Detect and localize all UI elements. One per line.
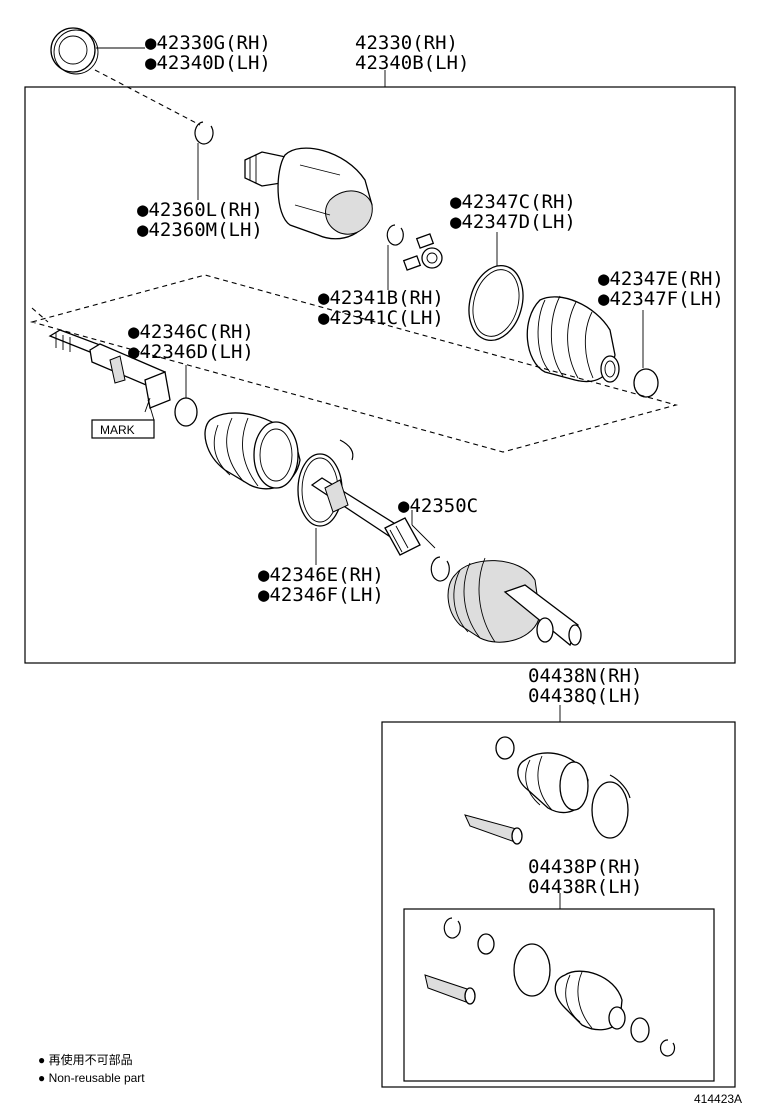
label-42346c: ●42346C(RH) <box>128 321 254 343</box>
legend-line-jp: ● 再使用不可部品 <box>38 1052 133 1067</box>
label-42330: 42330(RH) <box>355 32 458 54</box>
label-42347d: ●42347D(LH) <box>450 211 576 233</box>
label-42340b: 42340B(LH) <box>355 52 469 74</box>
drive-shaft <box>48 329 171 413</box>
label-42340d: ●42340D(LH) <box>145 52 271 74</box>
tripod-spider <box>402 233 443 271</box>
snap-ring-42341 <box>386 224 404 246</box>
snap-ring-42350c <box>430 556 450 582</box>
drive-shaft-mid <box>310 477 421 556</box>
outboard-joint <box>447 557 582 647</box>
mark-label: MARK <box>100 423 135 437</box>
legend-line-en: ● Non-reusable part <box>38 1071 145 1085</box>
snap-ring-42360 <box>194 121 214 145</box>
label-42330g: ●42330G(RH) <box>145 32 271 54</box>
figure-id: 414423A <box>694 1092 742 1106</box>
oil-seal-42330g <box>50 27 99 75</box>
kit-n-parts <box>464 736 631 845</box>
label-04438p: 04438P(RH) <box>528 856 642 878</box>
label-42360m: ●42360M(LH) <box>137 219 263 241</box>
label-42350c: ●42350C <box>398 495 478 517</box>
label-04438r: 04438R(LH) <box>528 876 642 898</box>
outboard-boot-a <box>204 412 301 490</box>
label-04438n: 04438N(RH) <box>528 665 642 687</box>
boot-kit-frame-04438n <box>381 721 736 1088</box>
label-42346e: ●42346E(RH) <box>258 564 384 586</box>
label-42341b: ●42341B(RH) <box>318 287 444 309</box>
inboard-joint-housing <box>244 147 373 240</box>
label-42346f: ●42346F(LH) <box>258 584 384 606</box>
boot-clamp-42347e <box>633 368 659 398</box>
label-04438q: 04438Q(LH) <box>528 685 642 707</box>
edge-dash <box>31 307 49 323</box>
label-42346d: ●42346D(LH) <box>128 341 254 363</box>
label-42347f: ●42347F(LH) <box>598 288 724 310</box>
leader-42350c-b <box>411 524 436 549</box>
mark-callout-box <box>91 419 155 439</box>
label-42347c: ●42347C(RH) <box>450 191 576 213</box>
seal-dash-line <box>94 69 201 126</box>
boot-clamp-42347c <box>468 265 524 341</box>
boot-kit-frame-04438p <box>403 908 715 1082</box>
kit-p-parts <box>424 917 676 1057</box>
label-42347e: ●42347E(RH) <box>598 268 724 290</box>
label-42341c: ●42341C(LH) <box>318 307 444 329</box>
boot-clamp-42346c <box>174 397 198 427</box>
inboard-subassy-dash <box>29 274 679 453</box>
label-42360l: ●42360L(RH) <box>137 199 263 221</box>
inboard-boot <box>526 295 620 383</box>
main-assembly-frame <box>24 86 736 664</box>
leader-mark <box>147 399 155 421</box>
